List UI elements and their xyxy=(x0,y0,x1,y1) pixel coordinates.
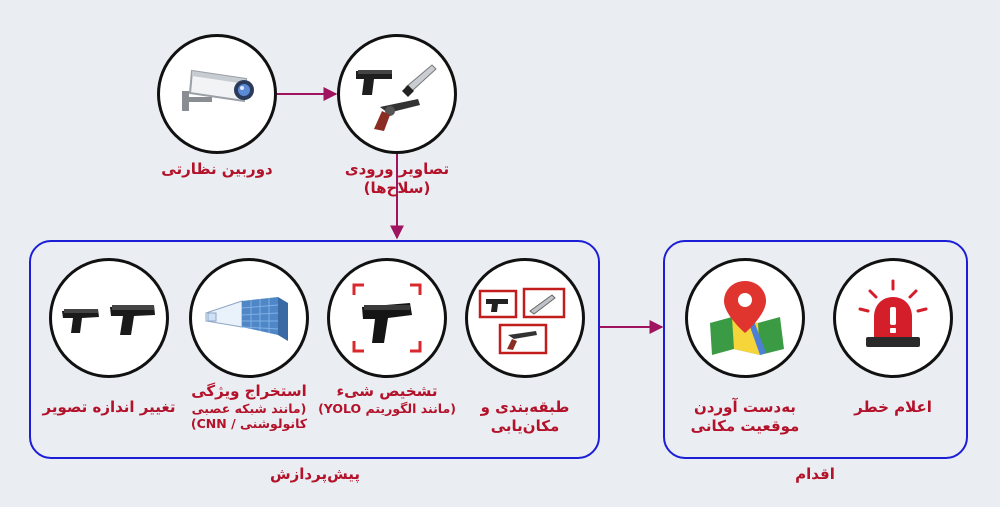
camera-node xyxy=(157,34,277,154)
weapons-icon xyxy=(356,64,437,131)
input-images-label: تصاویر ورودی (سلاح‌ها) xyxy=(344,160,450,197)
location-node xyxy=(685,258,805,378)
camera-label: دوربین نظارتی xyxy=(161,160,273,178)
cctv-camera-icon xyxy=(182,69,254,111)
localization-node xyxy=(465,258,585,378)
cnn-layers-icon xyxy=(205,297,288,341)
feature-extraction-label: استخراج ویژگی (مانند شبکه عصبی کانولوشنی… xyxy=(190,382,308,432)
location-label: به‌دست آوردن موقعیت مکانی xyxy=(690,398,800,435)
weapon-boxes-icon xyxy=(478,287,566,355)
action-group-box xyxy=(663,240,968,459)
pistol-detection-icon xyxy=(352,283,422,353)
preprocess-group-label: پیش‌پردازش xyxy=(269,465,361,483)
feature-extraction-node xyxy=(189,258,309,378)
resize-node xyxy=(49,258,169,378)
two-pistols-icon xyxy=(62,305,155,335)
preprocess-group-box xyxy=(29,240,600,459)
map-pin-icon xyxy=(710,281,784,355)
resize-label: تغییر اندازه تصویر xyxy=(42,398,176,416)
object-detection-node xyxy=(327,258,447,378)
alert-label: اعلام خطر xyxy=(854,398,932,416)
input-images-node xyxy=(337,34,457,154)
object-detection-label: تشخیص شیء (مانند الگوریتم YOLO) xyxy=(318,382,456,416)
siren-icon xyxy=(858,279,928,347)
localization-label: طبقه‌بندی و مکان‌یابی xyxy=(480,398,570,435)
alert-node xyxy=(833,258,953,378)
action-group-label: اقدام xyxy=(795,465,835,483)
